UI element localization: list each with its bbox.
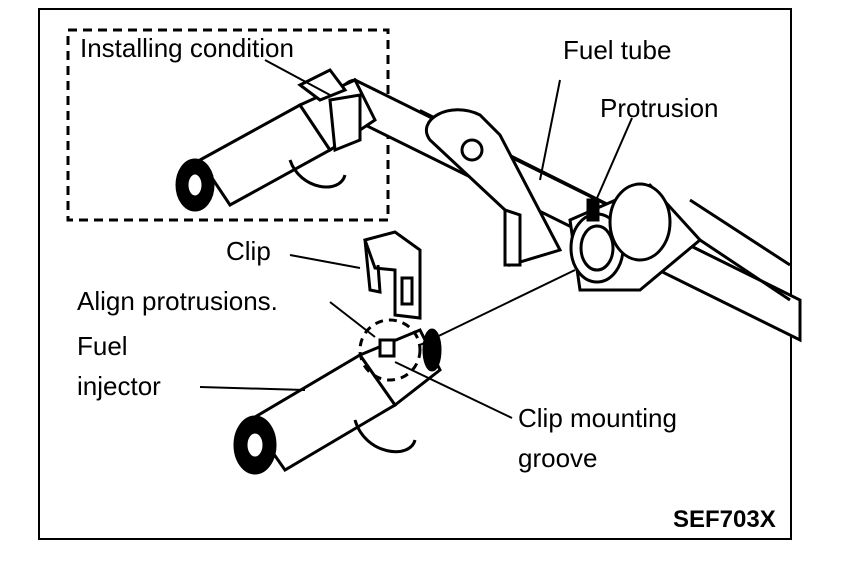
label-clip: Clip xyxy=(226,236,271,266)
label-fuel-tube: Fuel tube xyxy=(563,35,672,65)
label-installing-condition: Installing condition xyxy=(80,33,294,63)
installed-injector xyxy=(175,68,377,212)
loose-injector xyxy=(233,328,442,475)
label-fuel: Fuel xyxy=(77,331,128,361)
figure-code: SEF703X xyxy=(673,506,776,533)
label-protrusion: Protrusion xyxy=(600,93,719,123)
label-groove: groove xyxy=(518,443,598,473)
label-injector: injector xyxy=(77,371,161,401)
clip-part xyxy=(363,230,422,320)
label-clip-mounting: Clip mounting xyxy=(518,403,677,433)
fuel-tube xyxy=(336,77,802,343)
leader-lines xyxy=(199,59,633,419)
align-circle xyxy=(358,318,422,382)
label-align-protrusions: Align protrusions. xyxy=(77,286,278,316)
